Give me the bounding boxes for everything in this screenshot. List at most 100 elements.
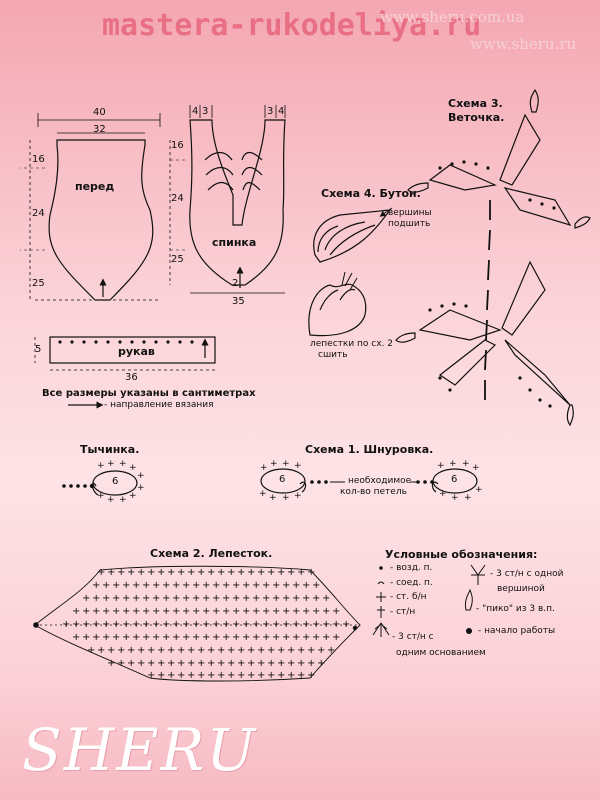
petal-stitch: +	[242, 580, 250, 591]
petal-diagram	[33, 565, 361, 682]
back-dim-left-bottom: 25	[171, 254, 184, 265]
lacing-diagram	[260, 468, 478, 494]
petal-stitch: +	[217, 567, 225, 578]
stamen-stitch: +	[119, 495, 127, 505]
scheme2-title: Схема 2. Лепесток.	[150, 547, 273, 560]
petal-stitch: +	[307, 670, 315, 681]
petal-stitch: +	[107, 567, 115, 578]
petal-stitch: +	[302, 619, 310, 630]
petal-stitch: +	[152, 580, 160, 591]
petal-stitch: +	[182, 606, 190, 617]
legend-item-slip: - соед. п.	[390, 578, 433, 588]
lacing-stitch: +	[451, 493, 459, 503]
back-dim-top-left-a: 4	[192, 106, 199, 117]
front-dim-left-top: 16	[32, 154, 45, 165]
petal-stitch: +	[122, 606, 130, 617]
petal-stitch: +	[182, 580, 190, 591]
petal-stitch: +	[192, 593, 200, 604]
petal-stitch: +	[222, 606, 230, 617]
petal-stitch: +	[297, 658, 305, 669]
petal-stitch: +	[167, 670, 175, 681]
petal-stitch: +	[277, 670, 285, 681]
lacing-stitch: +	[294, 461, 302, 471]
front-dim-left-bottom: 25	[32, 278, 45, 289]
petal-stitch: +	[332, 606, 340, 617]
scheme4-tops-line1: вершины	[388, 208, 432, 218]
legend-item-3dc-base: - 3 ст/н с	[392, 632, 434, 642]
petal-stitch: +	[202, 580, 210, 591]
petal-stitch: +	[192, 632, 200, 643]
scheme1-note-line1: необходимое	[348, 476, 412, 486]
petal-stitch: +	[227, 670, 235, 681]
petal-stitch: +	[292, 593, 300, 604]
stamen-stitch: +	[107, 459, 115, 469]
back-dim-bottom-small: 2	[232, 278, 239, 289]
lacing-stitch: +	[294, 491, 302, 501]
petal-stitch: +	[177, 658, 185, 669]
legend-item-picot: - "пико" из 3 в.п.	[476, 604, 555, 614]
petal-stitch: +	[182, 593, 190, 604]
petal-stitch: +	[252, 580, 260, 591]
petal-stitch: +	[142, 619, 150, 630]
petal-stitch: +	[282, 593, 290, 604]
petal-stitch: +	[142, 593, 150, 604]
petal-stitch: +	[227, 658, 235, 669]
scheme4-petals-line2: сшить	[318, 350, 348, 360]
lacing-stitch: +	[260, 463, 268, 473]
petal-stitch: +	[282, 606, 290, 617]
lacing-stitch: +	[270, 459, 278, 469]
petal-stitch: +	[287, 658, 295, 669]
petal-stitch: +	[147, 567, 155, 578]
petal-stitch: +	[222, 580, 230, 591]
petal-stitch: +	[202, 593, 210, 604]
petal-stitch: +	[222, 619, 230, 630]
petal-stitch: +	[152, 619, 160, 630]
petal-stitch: +	[172, 580, 180, 591]
petal-stitch: +	[267, 670, 275, 681]
petal-stitch: +	[102, 580, 110, 591]
petal-stitch: +	[102, 632, 110, 643]
petal-stitch: +	[232, 580, 240, 591]
petal-stitch: +	[267, 567, 275, 578]
lacing-stitch: +	[475, 485, 483, 495]
watermark-url-top: www.sheru.com.ua	[380, 8, 525, 26]
legend-item-3dc-base-2: одним основанием	[396, 648, 486, 658]
lacing-stitch: +	[282, 493, 290, 503]
sheru-logo: SHERU	[22, 716, 258, 784]
petal-stitch: +	[142, 580, 150, 591]
petal-stitch: +	[132, 593, 140, 604]
petal-stitch: +	[72, 606, 80, 617]
petal-stitch: +	[252, 593, 260, 604]
stamen-stitch: +	[137, 471, 145, 481]
petal-stitch: +	[197, 670, 205, 681]
petal-stitch: +	[307, 658, 315, 669]
petal-stitch: +	[212, 606, 220, 617]
petal-stitch: +	[147, 645, 155, 656]
watermark-site: mastera-rukodeliya.ru	[102, 8, 482, 43]
petal-stitch: +	[172, 593, 180, 604]
petal-stitch: +	[272, 580, 280, 591]
direction-note: - направление вязания	[104, 400, 214, 410]
petal-stitch: +	[112, 580, 120, 591]
petal-stitch: +	[262, 593, 270, 604]
petal-stitch: +	[257, 567, 265, 578]
petal-stitch: +	[112, 606, 120, 617]
petal-stitch: +	[242, 632, 250, 643]
scheme3-title-line1: Схема 3.	[448, 97, 503, 110]
petal-stitch: +	[187, 670, 195, 681]
petal-stitch: +	[232, 632, 240, 643]
petal-stitch: +	[112, 619, 120, 630]
legend-item-3dc-top-2: вершиной	[497, 584, 545, 594]
petal-stitch: +	[177, 567, 185, 578]
stamen-stitch: +	[119, 459, 127, 469]
petal-stitch: +	[157, 645, 165, 656]
petal-stitch: +	[342, 619, 350, 630]
petal-stitch: +	[92, 632, 100, 643]
petal-stitch: +	[117, 658, 125, 669]
petal-stitch: +	[177, 645, 185, 656]
petal-stitch: +	[237, 567, 245, 578]
petal-stitch: +	[82, 632, 90, 643]
back-dim-top-left-b: 3	[202, 106, 209, 117]
petal-stitch: +	[227, 567, 235, 578]
